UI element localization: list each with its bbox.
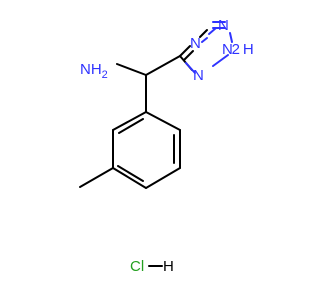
methine-to-amine-bond [116,63,147,76]
tetrazole-double-bond [201,37,208,43]
methine-to-tetrazole-bond [145,55,181,76]
tetrazole-double-bond [185,62,196,74]
methyl-bond [79,167,114,188]
tetrazole-n-top-right: N [218,17,229,34]
ring-bond [112,111,147,131]
tetrazole-n-bottom: N [193,67,204,84]
ring-double-bond [117,165,144,182]
tetrazole-bond [229,32,233,43]
hydrochloride-salt: Cl H [130,258,174,275]
chlorine-label: Cl [130,258,144,275]
tetrazole-n-top-left: N [190,35,201,52]
ring-bond [112,167,147,189]
ring-double-bond [118,118,144,134]
tetrazole-bond [212,54,229,67]
amine-subscript: 2 [102,69,108,81]
hydrogen-label: H [163,258,174,275]
amine-label: NH2 [80,61,108,81]
ring-bond [145,167,181,189]
tetrazole-bond [199,29,208,38]
ring-bond [145,111,181,131]
benzene-ring [112,111,181,189]
tetrazole-ring [179,21,233,74]
tetrazole-double-bond [183,50,194,61]
tetrazole-bond [179,45,191,57]
